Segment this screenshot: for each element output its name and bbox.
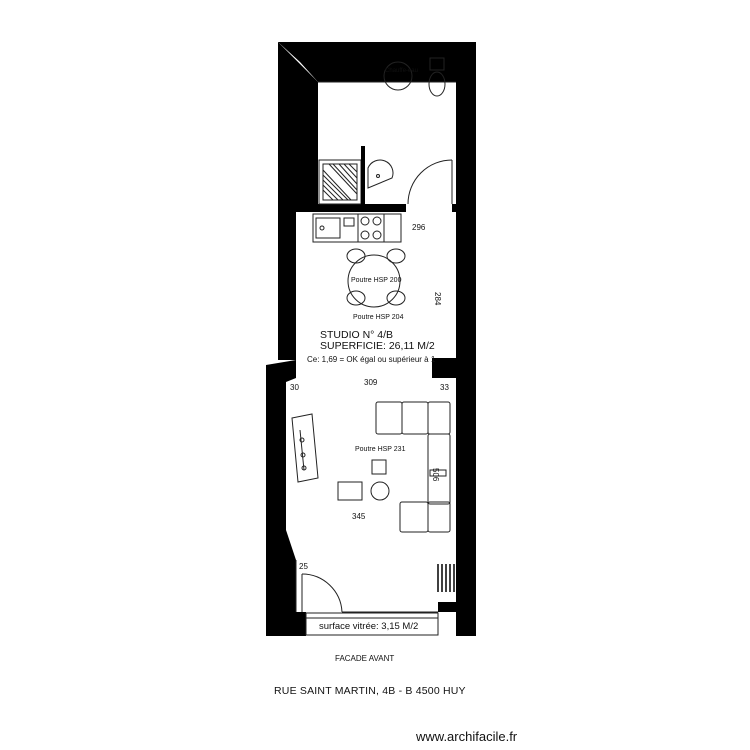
radiator bbox=[437, 564, 455, 592]
wall-top bbox=[278, 42, 476, 82]
dimension-296: 296 bbox=[412, 223, 426, 232]
dimension-309: 309 bbox=[364, 378, 378, 387]
facade-label: FACADE AVANT bbox=[335, 654, 395, 663]
ce-note: Ce: 1,69 = OK égal ou supérieur à 1 bbox=[307, 355, 436, 364]
sofa bbox=[375, 401, 451, 533]
address-label: RUE SAINT MARTIN, 4B - B 4500 HUY bbox=[274, 685, 466, 697]
wall-left-upper bbox=[278, 42, 318, 360]
toilet bbox=[428, 57, 446, 97]
living-furniture bbox=[337, 459, 390, 501]
surface-area: SUPERFICIE: 26,11 M/2 bbox=[320, 340, 435, 352]
washbasin bbox=[367, 159, 394, 189]
front-window bbox=[305, 612, 439, 636]
beam-label-231: Poutre HSP 231 bbox=[355, 446, 406, 453]
tv-unit bbox=[291, 413, 319, 483]
bathroom-door bbox=[407, 159, 453, 205]
water-heater-label: Chauffe-eau bbox=[385, 68, 418, 74]
dimension-33: 33 bbox=[440, 383, 449, 392]
dimension-25: 25 bbox=[299, 562, 308, 571]
kitchen-counter bbox=[312, 213, 402, 243]
dining-set bbox=[346, 248, 406, 308]
dimension-30: 30 bbox=[290, 383, 299, 392]
entrance-door bbox=[301, 573, 438, 613]
wall-partition bbox=[296, 204, 406, 212]
window-surface-label: surface vitrée: 3,15 M/2 bbox=[319, 621, 419, 632]
watermark: www.archifacile.fr bbox=[416, 729, 518, 744]
beam-label-200: Poutre HSP 200 bbox=[351, 277, 402, 284]
wall-partition-right bbox=[452, 204, 460, 212]
dimension-506: 506 bbox=[431, 468, 440, 482]
shower-pipe bbox=[361, 146, 365, 206]
dimension-345: 345 bbox=[352, 512, 366, 521]
wall-right-lower bbox=[432, 358, 476, 636]
water-heater bbox=[383, 61, 413, 91]
beam-label-204: Poutre HSP 204 bbox=[353, 314, 404, 321]
inner-lines bbox=[295, 81, 456, 612]
shower bbox=[318, 159, 362, 205]
wall-left-lower bbox=[266, 360, 306, 636]
dimension-284: 284 bbox=[433, 292, 442, 306]
studio-title: STUDIO N° 4/B bbox=[320, 329, 394, 341]
wall-right-upper bbox=[456, 42, 476, 370]
wall-right-bottom bbox=[438, 602, 458, 612]
